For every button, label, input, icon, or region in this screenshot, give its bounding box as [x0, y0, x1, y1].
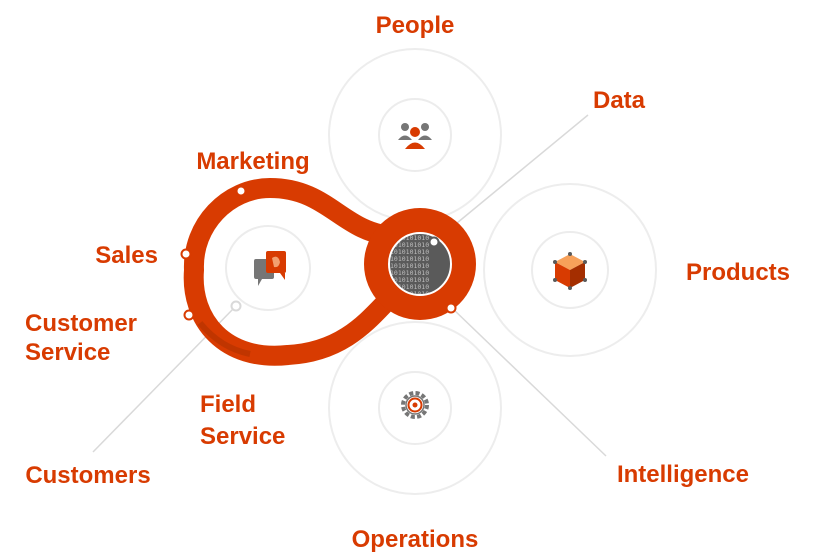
endpoint-dots	[180, 185, 457, 321]
label-customer-service-2: Service	[25, 339, 110, 366]
loop-accent	[197, 321, 251, 357]
binary-row: 1010101010	[390, 276, 429, 284]
binary-data-icon: 1010101010 1010101010 1010101010 1010101…	[390, 234, 429, 298]
connector-data	[433, 114, 589, 243]
hub-inner	[388, 232, 452, 296]
binary-row: 1010101010	[390, 290, 429, 298]
dot-marketing	[235, 185, 247, 197]
chat-bubbles-icon	[254, 251, 286, 286]
label-intelligence: Intelligence	[617, 461, 749, 488]
binary-row: 1010101010	[390, 234, 429, 242]
cube-icon	[553, 252, 587, 290]
dot-customers	[230, 300, 242, 312]
dot-sales	[180, 248, 192, 260]
data-hub: 1010101010 1010101010 1010101010 1010101…	[364, 208, 476, 320]
labels: People Data Marketing Sales Customer Ser…	[25, 12, 790, 553]
label-people: People	[376, 12, 455, 39]
binary-row: 1010101010	[390, 255, 429, 263]
label-customer-service-1: Customer	[25, 310, 137, 337]
binary-row: 1010101010	[390, 262, 429, 270]
binary-row: 1010101010	[390, 283, 429, 291]
connector-lines	[92, 114, 607, 457]
node-operations	[378, 371, 452, 445]
binary-row: 1010101010	[390, 241, 429, 249]
dot-customer-service	[183, 309, 195, 321]
gear-icon	[401, 391, 429, 419]
label-field-service-1: Field	[200, 391, 256, 418]
binary-row: 1010101010	[390, 248, 429, 256]
ring-operations	[328, 321, 502, 495]
binary-row: 1010101010	[390, 269, 429, 277]
dot-data	[428, 236, 440, 248]
label-products: Products	[686, 259, 790, 286]
node-circles	[225, 98, 609, 445]
connector-intelligence	[451, 307, 607, 457]
label-operations: Operations	[352, 526, 479, 553]
label-customers: Customers	[25, 462, 150, 489]
label-sales: Sales	[95, 242, 158, 269]
label-field-service-2: Service	[200, 423, 285, 450]
orange-loop	[183, 177, 400, 366]
ring-products	[483, 183, 657, 357]
label-data: Data	[593, 87, 646, 114]
people-icon	[398, 123, 432, 149]
label-marketing: Marketing	[196, 148, 309, 175]
loop-path	[183, 177, 400, 366]
dot-intelligence	[445, 302, 457, 314]
